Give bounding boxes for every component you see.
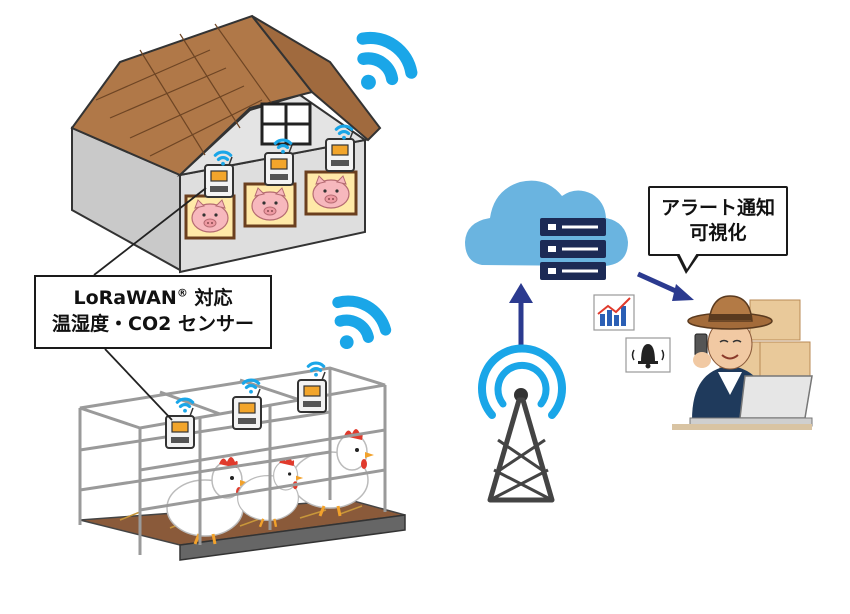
sensor-icon — [165, 407, 195, 449]
coop-base — [179, 514, 406, 561]
wifi-icon — [306, 361, 326, 379]
pig-2 — [251, 187, 289, 221]
chart-icon — [593, 294, 635, 331]
wifi-icon — [320, 293, 391, 362]
chicken-coop — [78, 361, 406, 561]
laptop-icon — [672, 375, 813, 430]
alert-bubble-line1: アラート通知 — [660, 197, 775, 220]
alert-bubble-line2: 可視化 — [689, 222, 747, 244]
registered-mark: ® — [176, 287, 188, 301]
bubble-tail-fill — [679, 253, 697, 269]
pig-barn — [70, 14, 382, 274]
antenna-tower-icon — [478, 344, 566, 503]
arrow-right — [636, 271, 694, 301]
server-icon — [540, 218, 606, 280]
sensor-label-support: 対応 — [187, 287, 233, 310]
leader-line-coop — [104, 348, 173, 421]
barn-roof-right — [251, 15, 382, 142]
bell-icon — [625, 337, 671, 373]
arrow-up — [509, 283, 533, 345]
sensor-label-lorawan: LoRaWAN — [73, 287, 177, 310]
sensor-icon — [232, 388, 262, 430]
sensor-icon — [297, 371, 327, 413]
pig-1 — [191, 199, 229, 233]
sensor-label-line1: LoRaWAN® 対応 — [74, 286, 233, 312]
sensor-label-box: LoRaWAN® 対応 温湿度・CO2 センサー — [34, 275, 272, 349]
leader-line-barn — [93, 187, 207, 276]
farmer-icon — [687, 295, 811, 420]
alert-speech-bubble: アラート通知 可視化 — [648, 186, 788, 256]
sensor-label-line2: 温湿度・CO2 センサー — [52, 313, 254, 335]
pig-3 — [312, 175, 350, 209]
